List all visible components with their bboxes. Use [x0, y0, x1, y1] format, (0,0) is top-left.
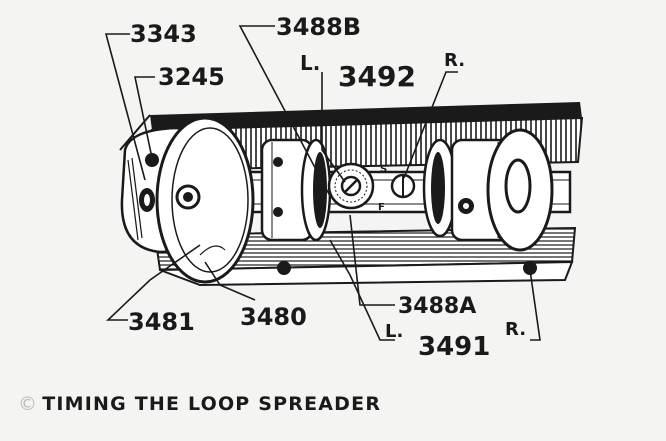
- part-labels: 3343 3245 3488B L. 3492 R. 3481 3480 348…: [128, 13, 526, 362]
- caption-text: TIMING THE LOOP SPREADER: [42, 393, 382, 415]
- timing-disc-3480: [155, 116, 255, 284]
- label-r-bottom: R.: [505, 319, 526, 340]
- leader-3481: [106, 244, 201, 321]
- label-3245: 3245: [158, 63, 225, 91]
- label-l-bottom: L.: [385, 321, 403, 342]
- label-3343: 3343: [130, 20, 197, 48]
- label-3488b: 3488B: [276, 13, 361, 41]
- label-3481: 3481: [128, 308, 195, 336]
- label-r-top: R.: [444, 50, 465, 71]
- leader-3492: [403, 71, 458, 179]
- figure-caption: ©TIMING THE LOOP SPREADER: [18, 393, 381, 415]
- label-3492: 3492: [338, 60, 416, 93]
- timing-dial: S F: [327, 162, 416, 213]
- label-3480: 3480: [240, 303, 307, 331]
- leader-3488a: [349, 214, 395, 306]
- mark-f: F: [378, 202, 385, 213]
- leader-3245: [134, 76, 155, 159]
- label-3491: 3491: [418, 332, 490, 362]
- leader-3480: [204, 261, 256, 301]
- copyright-mark: ©: [18, 393, 39, 415]
- leader-3491: [329, 239, 395, 341]
- mark-s: S: [380, 164, 387, 175]
- leader-lines: [104, 25, 541, 341]
- leader-3343: [104, 33, 146, 181]
- collar-3488b: [260, 138, 332, 242]
- leader-l-top: [321, 72, 346, 183]
- right-end-cap: [277, 128, 554, 275]
- label-3488a: 3488A: [398, 294, 476, 319]
- label-l-top: L.: [300, 51, 320, 75]
- leader-3488b: [238, 25, 331, 197]
- leader-r-bottom: [529, 269, 541, 341]
